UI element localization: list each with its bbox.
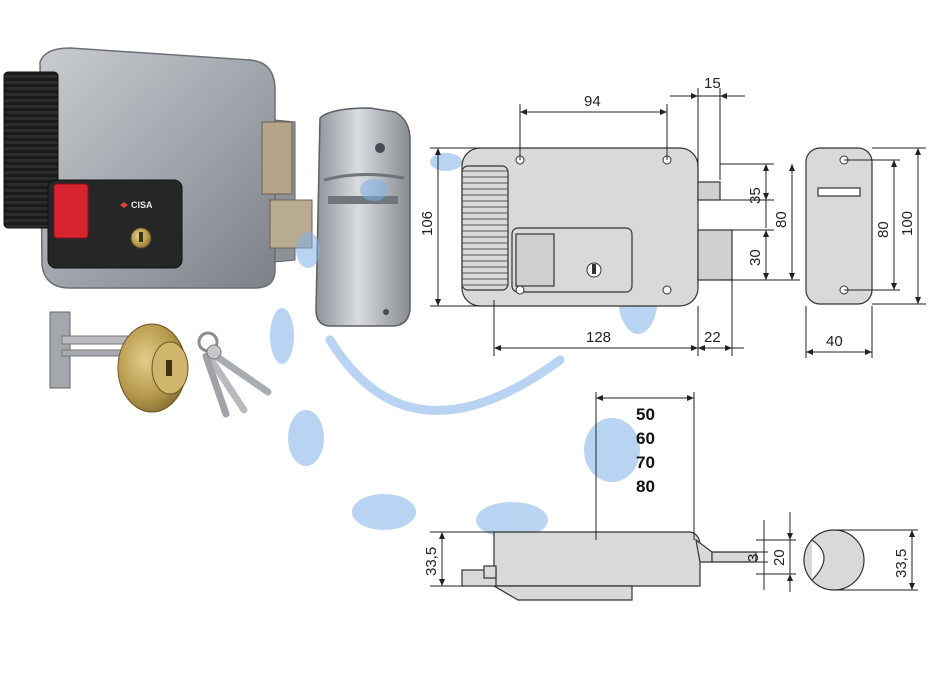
keeper-view-drawing [805, 147, 873, 305]
backset-60: 60 [636, 429, 655, 448]
brand-logo: CISA [120, 200, 153, 210]
dim-80-keeper: 80 [875, 221, 892, 238]
dim-40: 40 [826, 333, 843, 350]
latch-bolt-upper [261, 121, 293, 195]
backset-70: 70 [636, 453, 655, 472]
dim-20: 20 [771, 549, 788, 566]
cylinder-photo [49, 311, 189, 413]
keeper-view-dimensions: 80 100 40 [805, 147, 926, 358]
dim-106: 106 [419, 211, 436, 236]
dim-94: 94 [584, 93, 601, 110]
dim-15: 15 [704, 75, 721, 92]
dim-35: 35 [747, 187, 764, 204]
keeper-photo [315, 107, 411, 327]
dim-80-front: 80 [773, 211, 790, 228]
svg-text:CISA: CISA [131, 200, 153, 210]
dim-30: 30 [747, 249, 764, 266]
grip-handle [3, 71, 59, 229]
dim-128: 128 [586, 329, 611, 346]
backset-80: 80 [636, 477, 655, 496]
front-view-drawing [461, 147, 733, 307]
dim-33-5-right: 33,5 [893, 549, 910, 578]
side-view-dimensions: 50 60 70 80 33,5 3 20 33,5 [423, 392, 918, 592]
dim-22: 22 [704, 329, 721, 346]
front-view-dimensions: 94 15 106 35 80 30 128 [419, 75, 800, 356]
dim-3: 3 [745, 554, 762, 562]
backset-50: 50 [636, 405, 655, 424]
release-button [53, 183, 89, 239]
side-view-drawing [461, 529, 865, 601]
lock-body-photo: CISA [3, 47, 313, 289]
dim-100: 100 [899, 211, 916, 236]
keys-photo [197, 331, 272, 418]
dim-33-5-left: 33,5 [423, 547, 440, 576]
